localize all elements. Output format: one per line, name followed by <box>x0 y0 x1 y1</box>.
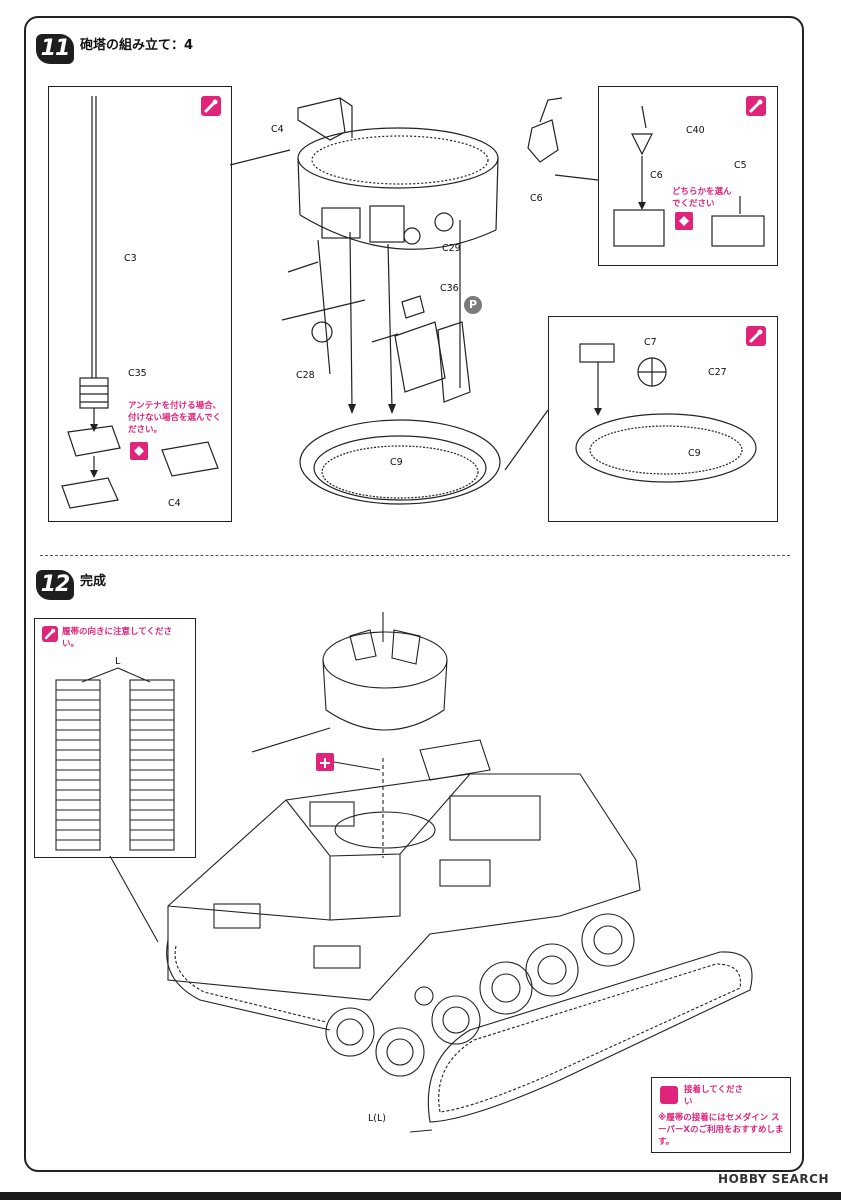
part-label-c36: C36 <box>440 283 459 294</box>
part-label-c29: C29 <box>442 243 461 254</box>
track-label-ll: L(L) <box>368 1113 386 1124</box>
part-label-c35: C35 <box>128 368 147 379</box>
track-direction-panel <box>34 618 196 858</box>
part-label-c9: C9 <box>688 448 701 459</box>
glue-recommendation: ※履帯の接着にはセメダイン スーパーXのご利用をおすすめします。 <box>658 1113 784 1147</box>
step-12-badge: 12 <box>36 570 74 600</box>
part-label-c28: C28 <box>296 370 315 381</box>
part-label-c27: C27 <box>708 367 727 378</box>
step-12-tank-diagram <box>55 612 753 1133</box>
part-label-c4: C4 <box>168 498 181 509</box>
glue-title: 接着してください <box>684 1085 743 1107</box>
turret-ring-detail-panel <box>548 316 778 522</box>
step-11-badge: 11 <box>36 34 74 64</box>
glue-icon <box>660 1086 678 1104</box>
track-direction-note: 履帯の向きに注意してください。 <box>62 627 172 649</box>
part-label-c9: C9 <box>390 457 403 468</box>
p-badge-icon: P <box>464 296 482 314</box>
caution-icon <box>746 326 766 346</box>
step-12-title: 完成 <box>80 574 107 589</box>
section-divider <box>40 555 790 556</box>
part-label-c5: C5 <box>734 160 747 171</box>
c5-c6-option-panel <box>598 86 778 266</box>
footer-bar <box>0 1192 841 1200</box>
part-label-c40: C40 <box>686 125 705 136</box>
caution-icon <box>201 96 221 116</box>
hobby-search-logo: HOBBY SEARCH <box>718 1172 829 1186</box>
glue-instruction-box: 接着してください ※履帯の接着にはセメダイン スーパーXのご利用をおすすめします… <box>651 1077 791 1153</box>
step-11-title: 砲塔の組み立て：4 <box>80 38 194 53</box>
track-label-l: L <box>115 656 121 667</box>
part-label-c3: C3 <box>124 253 137 264</box>
step-11-turret-diagram <box>61 96 765 509</box>
part-label-c6: C6 <box>530 193 543 204</box>
part-label-c7: C7 <box>644 337 657 348</box>
caution-icon <box>42 626 58 642</box>
choose-one-note: どちらかを選んでください <box>672 187 732 209</box>
part-label-c4: C4 <box>271 124 284 135</box>
antenna-option-note: アンテナを付ける場合、付けない場合を選んでください。 <box>128 401 222 435</box>
part-label-c6: C6 <box>650 170 663 181</box>
caution-icon <box>746 96 766 116</box>
